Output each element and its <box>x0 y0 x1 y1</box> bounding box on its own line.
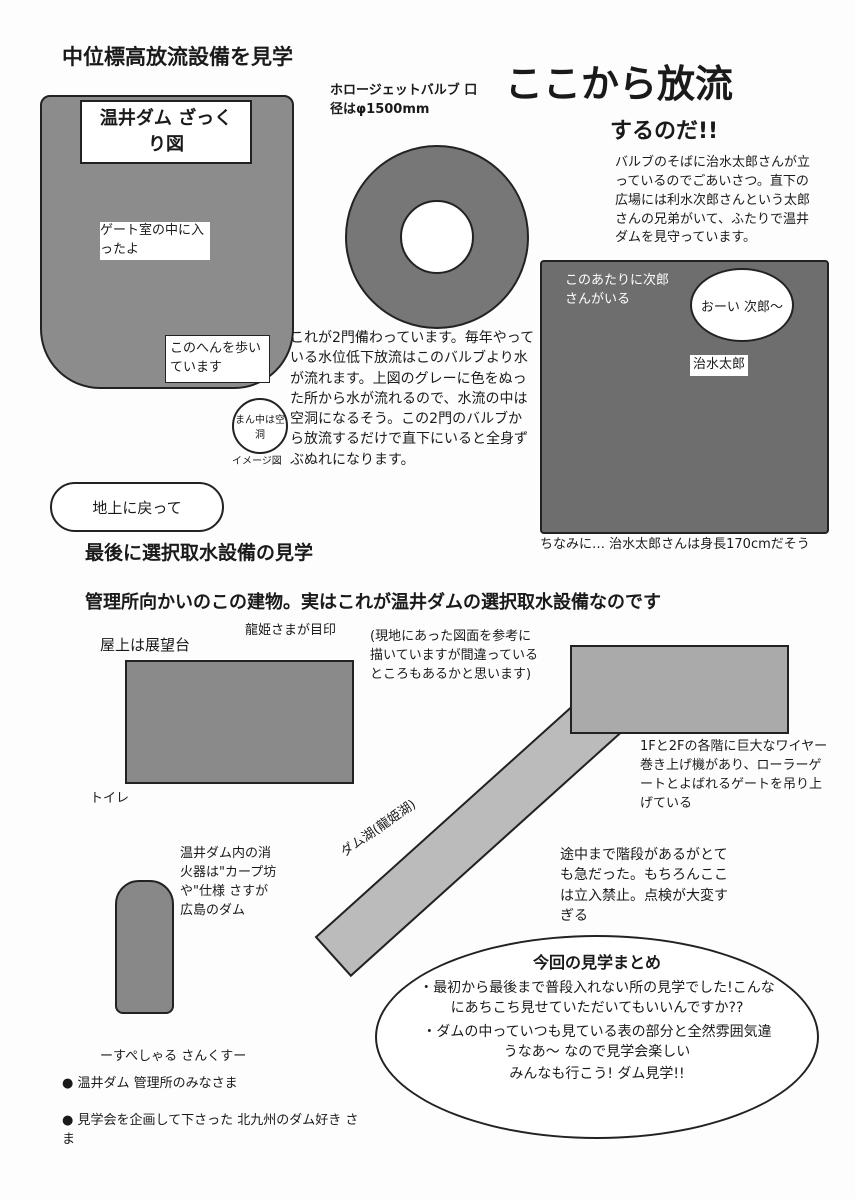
section2-intro: 管理所向かいのこの建物。実はこれが温井ダムの選択取水設備なのです <box>85 592 661 613</box>
return-bubble: 地上に戻って <box>50 482 224 532</box>
section1-title: 中位標高放流設備を見学 <box>62 45 293 69</box>
call-bubble: おーい 次郎〜 <box>690 268 794 342</box>
gate-note: ゲート室の中に入ったよ <box>100 222 210 260</box>
summary-p3: みんなも行こう! ダム見学!! <box>509 1066 685 1082</box>
map-banner: 温井ダム ざっくり図 <box>80 100 252 165</box>
rooftop-label: 屋上は展望台 <box>100 636 191 654</box>
stairs-note: 途中まで階段があるがとても急だった。もちろんここは立入禁止。点検が大変すぎる <box>560 847 728 924</box>
shout-text-2: するのだ!! <box>610 119 719 144</box>
shout-text: ここから放流 <box>505 62 734 106</box>
valve-label: ホロージェットバルブ 口径はφ1500mm <box>330 83 478 117</box>
extinguisher-note: 温井ダム内の消火器は"カープ坊や"仕様 さすが広島のダム <box>180 846 277 918</box>
taro-text: バルブのそばに治水太郎さんが立っているのでごあいさつ。直下の広場には利水次郎さん… <box>615 155 811 246</box>
walk-note: このへんを歩いています <box>165 335 270 383</box>
thanks-item: ● 見学会を企画して下さった 北九州のダム好き さま <box>62 1113 359 1147</box>
summary-p2: ・ダムの中っていつも見ている表の部分と全然雰囲気違うなあ〜 なので見学会楽しい <box>422 1024 772 1060</box>
building-illustration <box>125 660 354 784</box>
toilet-label: トイレ <box>90 791 130 806</box>
image-label: イメージ図 <box>232 456 282 467</box>
hollow-bubble: まん中は空洞 <box>232 398 288 454</box>
winch-note: 1Fと2Fの各階に巨大なワイヤー巻き上げ機があり、ローラーゲートとよばれるゲート… <box>640 739 828 811</box>
valve-hollow-center <box>400 200 474 274</box>
summary-box: 今回の見学まとめ ・最初から最後まで普段入れない所の見学でした!こんなにあちこち… <box>375 935 819 1139</box>
mark-label: 龍姫さまが目印 <box>245 623 337 638</box>
winch-room-illustration <box>570 645 789 734</box>
height-note: ちなみに… 治水太郎さんは身長170cmだそう <box>540 537 810 552</box>
thanks-item: ● 温井ダム 管理所のみなさま <box>62 1076 238 1091</box>
taro-back-label: 治水太郎 <box>690 355 749 376</box>
jiro-note: このあたりに次郎さんがいる <box>565 273 670 307</box>
extinguisher-illustration <box>115 880 174 1014</box>
summary-p1: ・最初から最後まで普段入れない所の見学でした!こんなにあちこち見せていただいても… <box>419 980 775 1016</box>
summary-title: 今回の見学まとめ <box>532 953 661 972</box>
valve-text: これが2門備わっています。毎年やっている水位低下放流はこのバルブより水が流れます… <box>290 330 535 468</box>
thanks-title: ーすぺしゃる さんくすー <box>100 1049 247 1064</box>
disclaimer: (現地にあった図面を参考に描いていますが間違っているところもあるかと思います) <box>370 629 538 682</box>
section2-title: 最後に選択取水設備の見学 <box>85 542 314 564</box>
valve-illustration <box>345 145 529 329</box>
